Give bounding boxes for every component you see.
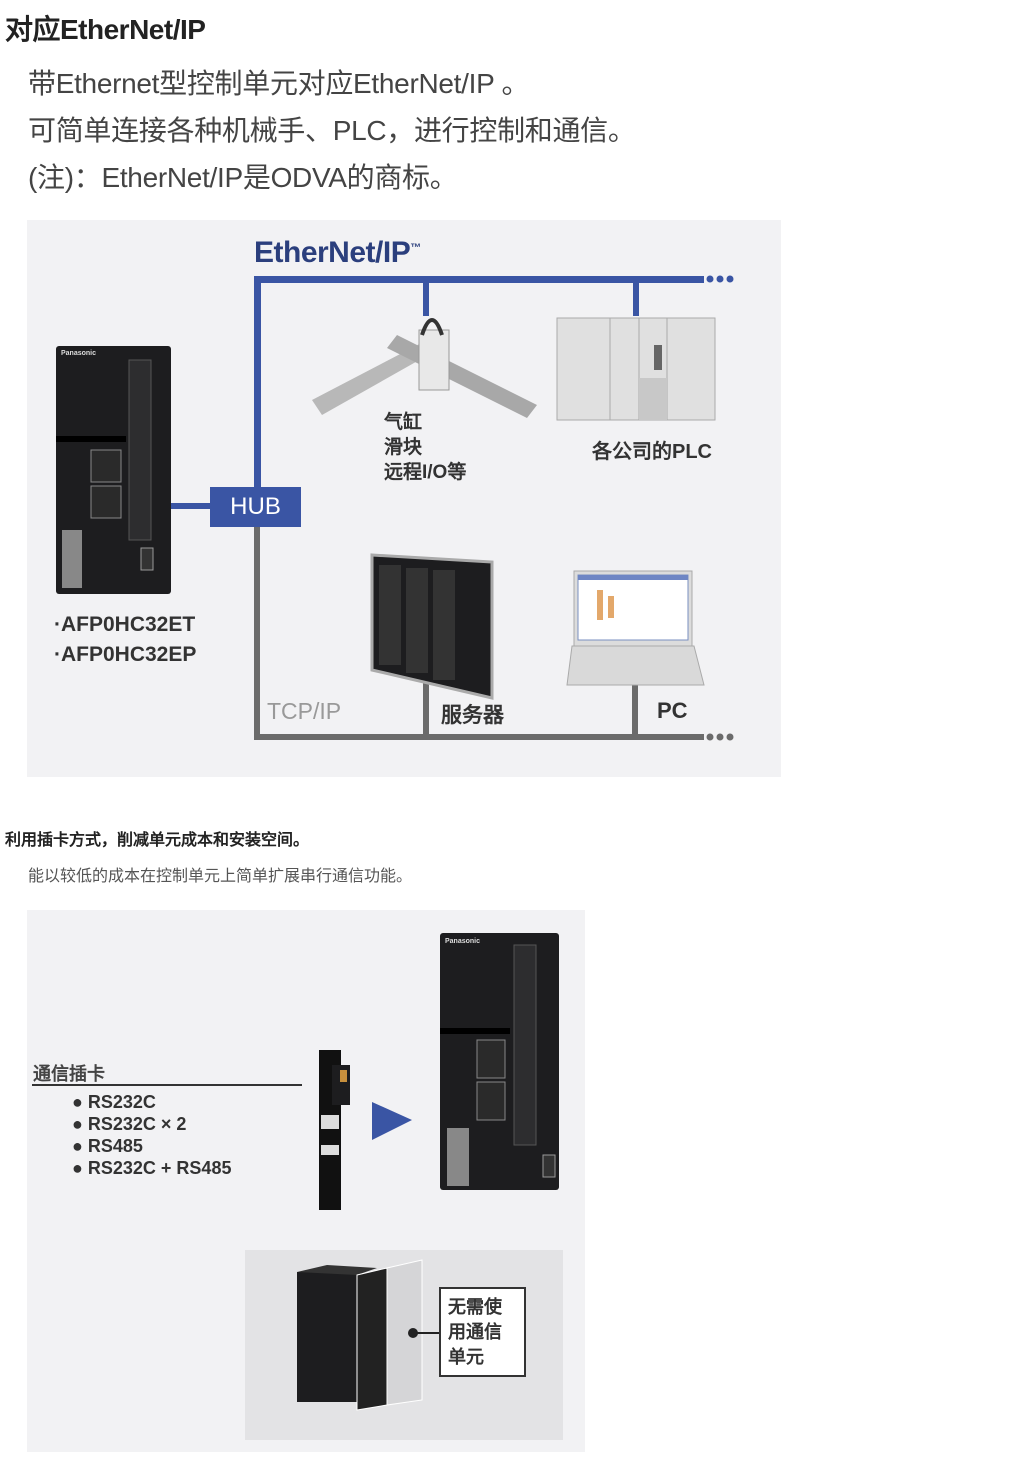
tcpip-continue-dot: [716, 733, 724, 741]
network-lines: Panasonic: [56, 275, 734, 741]
svg-text:Panasonic: Panasonic: [445, 938, 480, 945]
svg-text:Panasonic: Panasonic: [61, 350, 96, 357]
card-options-list: ● RS232C ● RS232C × 2 ● RS485 ● RS232C +…: [72, 1091, 231, 1179]
card-heading: 通信插卡: [33, 1064, 105, 1084]
tcpip-bus-vertical: [254, 525, 260, 740]
actuator-image: [312, 318, 537, 418]
actuator-label: 气缸 滑块 远程I/O等: [384, 412, 467, 483]
tcpip-label: TCP/IP: [267, 698, 342, 724]
ethernet-ip-logo: EtherNet/IP™: [254, 236, 421, 269]
plc-rack-image: [556, 317, 716, 421]
callout-dot: [408, 1328, 418, 1338]
bus-continue-dot: [716, 275, 724, 283]
control-unit-image: Panasonic: [56, 346, 171, 594]
model-name: ·AFP0HC32ET: [54, 613, 196, 636]
card-diagram-graphics: Panasonic: [32, 933, 563, 1440]
control-unit-with-card-image: Panasonic: [440, 933, 559, 1190]
hub-label: HUB: [230, 493, 281, 520]
tcpip-continue-dot: [706, 733, 714, 741]
plc-label: 各公司的PLC: [592, 441, 712, 463]
section-title-ethernet-ip: 对应EtherNet/IP: [5, 14, 206, 45]
callout-box: [439, 1287, 526, 1377]
model-name: ·AFP0HC32EP: [54, 643, 197, 666]
paragraph-line-1: 带Ethernet型控制单元对应EtherNet/IP 。: [28, 68, 530, 99]
section-paragraph: 能以较低的成本在控制单元上简单扩展串行通信功能。: [28, 868, 413, 885]
actuator-drop-line: [423, 276, 429, 316]
callout-text: 无需使 用通信 单元: [448, 1297, 502, 1367]
server-drop-line: [423, 670, 429, 738]
card-option: ● RS232C: [72, 1092, 156, 1112]
tcpip-continue-dot: [726, 733, 734, 741]
hub-box: HUB: [210, 487, 301, 527]
communication-card-image: [319, 1050, 350, 1210]
card-option: ● RS232C × 2: [72, 1114, 187, 1134]
pc-laptop-image: [566, 570, 705, 686]
pc-label: PC: [657, 698, 688, 723]
insert-arrow: [372, 1102, 412, 1140]
paragraph-line-2: 可简单连接各种机械手、PLC，进行控制和通信。: [28, 115, 636, 146]
bus-continue-dot: [726, 275, 734, 283]
section-title-card-slot: 利用插卡方式，削减单元成本和安装空间。: [5, 832, 310, 849]
communication-card-diagram: Panasonic 通信插卡 ● RS232C ● RS232C × 2 ● R…: [27, 910, 585, 1452]
paragraph-line-3: (注)：EtherNet/IP是ODVA的商标。: [28, 162, 458, 193]
pc-drop-line: [632, 685, 638, 737]
card-option: ● RS232C + RS485: [72, 1158, 232, 1178]
ethernet-ip-network-diagram: Panasonic: [27, 220, 781, 777]
bus-continue-dot: [706, 275, 714, 283]
compact-unit-image: [297, 1259, 423, 1411]
server-label: 服务器: [441, 704, 504, 727]
ethernet-ip-bus-vertical: [254, 276, 261, 491]
ethernet-ip-bus-horizontal: [254, 276, 704, 283]
server-image: [370, 553, 494, 700]
tcpip-bus-horizontal: [254, 734, 704, 740]
card-option: ● RS485: [72, 1136, 143, 1156]
plc-drop-line: [633, 276, 639, 316]
